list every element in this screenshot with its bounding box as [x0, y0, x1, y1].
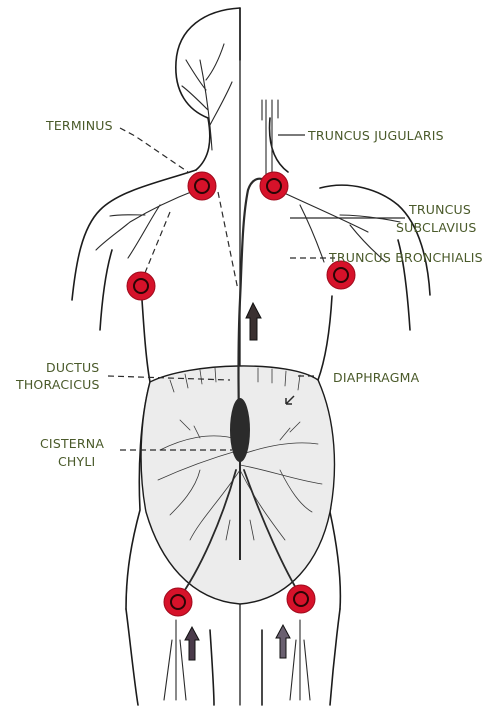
lymph-node-terminus-icon	[188, 172, 216, 200]
lymph-node-right-inguinal-icon	[287, 585, 315, 613]
label-cisterna-chyli-2: CHYLI	[58, 454, 95, 469]
lymph-node-left-inguinal-icon	[164, 588, 192, 616]
label-ductus-thoracicus-2: THORACICUS	[15, 377, 100, 392]
lymph-node-left-axilla-icon	[127, 272, 155, 300]
lymph-node-right-axilla-icon	[327, 261, 355, 289]
label-truncus-subclavius-2: SUBCLAVIUS	[396, 220, 477, 235]
label-diaphragma: DIAPHRAGMA	[333, 370, 420, 385]
label-truncus-bronchialis: TRUNCUS BRONCHIALIS	[328, 250, 483, 265]
lymph-node-jugular-icon	[260, 172, 288, 200]
up-arrow-icon	[276, 625, 290, 658]
up-arrow-icon	[246, 303, 261, 340]
label-truncus-subclavius-1: TRUNCUS	[408, 202, 471, 217]
label-truncus-jugularis: TRUNCUS JUGULARIS	[307, 128, 444, 143]
label-cisterna-chyli-1: CISTERNA	[40, 436, 104, 451]
label-ductus-thoracicus-1: DUCTUS	[46, 360, 99, 375]
label-terminus: TERMINUS	[45, 118, 113, 133]
up-arrow-icon	[185, 627, 199, 660]
